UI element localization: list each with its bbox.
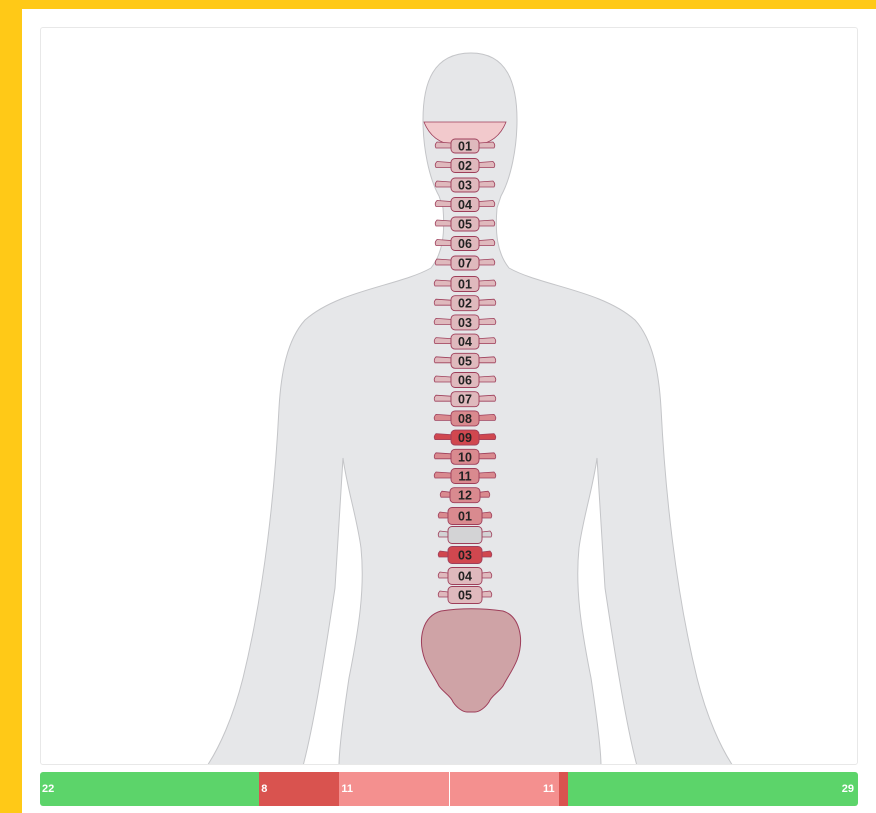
summary-bar-value: 11 [341,783,353,795]
summary-bar-segment[interactable] [559,772,569,806]
vertebra-label: 06 [458,237,472,251]
vertebra-label: 06 [458,374,472,388]
vertebra-label: 04 [458,335,472,349]
top-frame-border [0,0,876,9]
vertebra-label: 05 [458,354,472,368]
vertebra-label: 08 [458,412,472,426]
body-diagram: 01 02 03 04 05 06 07 01 02 03 04 05 06 07 08 09 10 11 12 01… [41,28,858,765]
summary-bar-segment[interactable]: 11 [449,772,559,806]
vertebra-label: 07 [458,257,472,271]
vertebra-label: 10 [458,450,472,464]
summary-bar-segment[interactable]: 11 [339,772,449,806]
vertebra-label: 07 [458,393,472,407]
vertebra-body [448,527,482,544]
summary-bar-value: 22 [42,783,54,795]
vertebra-label: 04 [458,198,472,212]
summary-bar-segment[interactable]: 22 [40,772,259,806]
summary-bar-value: 8 [261,783,267,795]
vertebra-label: 01 [458,278,472,292]
vertebra-label: 03 [458,549,472,563]
vertebra-label: 01 [458,140,472,154]
summary-bar: 22 8 11 11 29 [40,772,858,806]
summary-bar-segment[interactable]: 29 [568,772,858,806]
vertebra-label: 05 [458,218,472,232]
summary-bar-value: 29 [842,783,854,795]
summary-bar-value: 11 [543,783,555,795]
left-frame-border [0,0,22,813]
vertebra-label: 12 [458,489,472,503]
vertebra-label: 02 [458,159,472,173]
vertebra-label: 04 [458,570,472,584]
vertebra-label: 09 [458,431,472,445]
vertebra-label: 02 [458,297,472,311]
vertebra-label: 03 [458,316,472,330]
vertebra-label: 03 [458,179,472,193]
vertebra-label: 01 [458,510,472,524]
vertebra-label: 11 [458,470,471,484]
spine-diagram-panel: 01 02 03 04 05 06 07 01 02 03 04 05 06 07 08 09 10 11 12 01… [40,27,858,765]
vertebra-label: 05 [458,589,472,603]
summary-bar-segment[interactable]: 8 [259,772,339,806]
